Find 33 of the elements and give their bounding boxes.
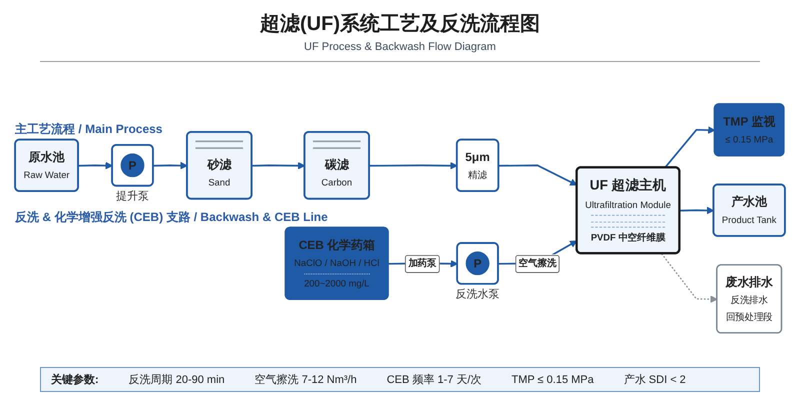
- section-heading: 反洗 & 化学增强反洗 (CEB) 支路 / Backwash & CEB Line: [15, 208, 328, 226]
- arrow: [498, 164, 578, 186]
- arrow: [661, 253, 718, 303]
- arrow: [252, 162, 306, 170]
- arrow: [680, 206, 714, 214]
- node-caption: 提升泵: [116, 190, 149, 202]
- module-box: UF 超滤主机 Ultrafiltration Module PVDF 中空纤维膜: [576, 166, 680, 254]
- diagram-subtitle: UF Process & Backwash Flow Diagram: [304, 41, 496, 53]
- parameter-item: 空气擦洗 7-12 Nm³/h: [254, 372, 357, 387]
- node-caption: 反洗水泵: [456, 288, 500, 300]
- tank-box: 原水池 Raw Water: [14, 138, 79, 192]
- pump-box: P: [111, 144, 154, 187]
- diagram-title: 超滤(UF)系统工艺及反洗流程图: [260, 12, 540, 37]
- arrow: [664, 126, 716, 168]
- edge-label: 空气擦洗: [515, 254, 560, 273]
- drain-box: 废水排水 反洗排水 回预处理段: [716, 264, 782, 334]
- filter-box: 5μm 精滤: [456, 138, 500, 192]
- section-heading: 主工艺流程 / Main Process: [15, 120, 162, 138]
- arrow: [153, 162, 188, 170]
- filter-box: 砂滤 Sand: [186, 131, 252, 200]
- parameter-item: 反洗周期 20-90 min: [128, 373, 225, 387]
- parameter-item: TMP ≤ 0.15 MPa: [511, 374, 594, 386]
- parameter-heading: 关键参数:: [51, 372, 99, 387]
- tank-box: 产水池 Product Tank: [712, 184, 786, 237]
- parameter-item: 产水 SDI < 2: [624, 372, 686, 387]
- arrow: [370, 162, 458, 170]
- chemical-tank-box: CEB 化学药箱 NaClO / NaOH / HCl 200~2000 mg/L: [284, 226, 389, 300]
- parameter-item: CEB 频率 1-7 天/次: [386, 372, 482, 387]
- arrow: [78, 162, 113, 170]
- filter-box: 碳滤 Carbon: [304, 131, 370, 200]
- pump-box: P: [456, 242, 499, 285]
- monitor-box: TMP 监视 ≤ 0.15 MPa: [714, 103, 785, 156]
- edge-label: 加药泵: [404, 254, 440, 273]
